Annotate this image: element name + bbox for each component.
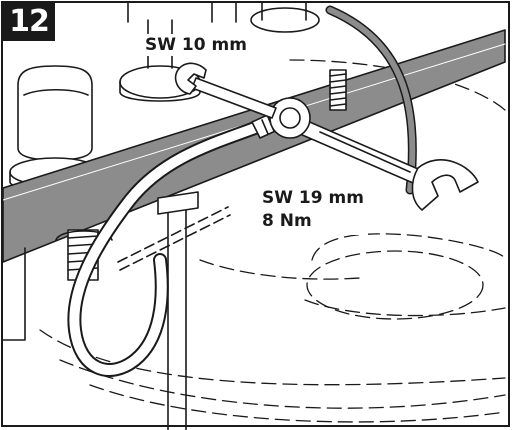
callout-large-nut-size: SW 19 mm <box>262 188 364 208</box>
callout-large-nut: SW 19 mm 8 Nm <box>259 186 368 235</box>
support-rod <box>117 191 231 430</box>
step-number-badge: 12 <box>3 3 55 41</box>
bathtub-outline <box>39 59 506 423</box>
open-end-wrench <box>269 97 479 211</box>
side-rim <box>325 5 417 195</box>
callout-small-nut-size: SW 10 mm <box>142 34 250 56</box>
callout-torque-value: 8 Nm <box>262 211 312 231</box>
open-end-wrench <box>174 62 277 119</box>
